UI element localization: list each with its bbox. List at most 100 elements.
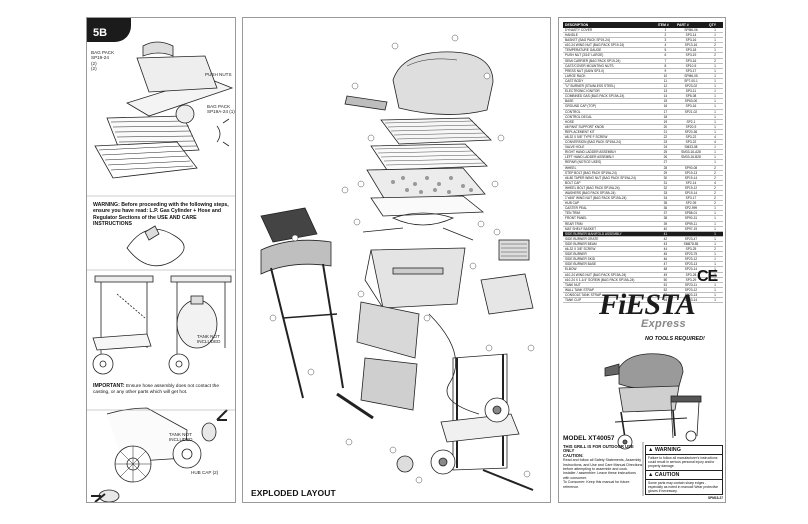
cell-description: #6-32 X 3/8" SCREW (563, 246, 656, 253)
cell-description: SEMI CARRIER (BAG PACK SP19-24) (563, 58, 656, 64)
cell-description: CAST/COVER MOUNTING NUTS (563, 63, 656, 69)
cell-part: SP23-13 (674, 292, 707, 298)
cell-item: 29 (655, 170, 675, 176)
cell-qty: 1 (706, 93, 723, 100)
warning-body: Failure to follow all manufacturer's ins… (648, 456, 718, 469)
cell-description: SIDE BURNER (563, 251, 656, 258)
cell-item: 34 (655, 195, 675, 202)
cell-item: 32 (655, 185, 675, 192)
cell-qty: 2 (706, 190, 723, 197)
cell-item: 28 (655, 165, 675, 171)
cell-part: SP3-22 (674, 139, 707, 146)
cell-part: SP23-12 (674, 256, 707, 263)
cell-qty: 1 (706, 83, 723, 90)
cell-part: SP20-9 (674, 124, 707, 130)
cell-qty: 2 (706, 200, 723, 207)
cell-item: 24 (655, 144, 675, 151)
cell-qty: 2 (706, 272, 723, 278)
table-row: #10-24 X 1-1/4" SCREW (BAG PACK SP19A-24… (563, 277, 723, 283)
cell-description: "U" BURNER (STAINLESS STEEL) (563, 83, 656, 90)
cell-part (674, 114, 707, 120)
cell-part: SP23-13 (674, 261, 707, 268)
cell-description: PRESS NUT (SAIW SP3-0) (563, 68, 656, 74)
cell-item: 41 (655, 231, 675, 237)
cell-description: WASHERS (BAG PACK SP19A-24) (563, 190, 656, 197)
cell-description: RIGHT HAND LADDER ASSEMBLY (563, 149, 656, 156)
cell-description: TANK NUT (563, 282, 656, 288)
cell-item: 51 (655, 282, 675, 288)
cell-item: 4 (655, 42, 675, 49)
cell-description: HOSE (563, 119, 656, 125)
cell-description: SIDE BURNER GRATE (563, 236, 656, 242)
cell-qty: 1 (706, 73, 723, 79)
header-item: ITEM # (655, 22, 675, 28)
cell-qty: 1 (706, 114, 723, 120)
cell-item: 45 (655, 251, 675, 258)
cell-description: #8 PANT SUPPORT KNOB (563, 124, 656, 130)
cell-part: SP2-1 (674, 119, 707, 125)
cell-part: SP19-13 (674, 170, 707, 176)
step-badge: 5B (87, 18, 131, 42)
cell-part: SP3-16 (674, 58, 707, 64)
warning-triangle-icon: ▲ (648, 447, 654, 453)
document-code: SPM15-27 (707, 496, 723, 500)
cell-description: TEN TRIM (563, 210, 656, 217)
cell-qty: 1 (706, 124, 723, 130)
cell-item: 13 (655, 88, 675, 95)
cell-qty: 1 (706, 236, 723, 242)
cell-qty: 1 (706, 256, 723, 263)
cell-qty: 1 (706, 159, 723, 166)
caution-heading: ▲ CAUTION (646, 469, 722, 480)
cell-description: BASE (563, 98, 656, 105)
cell-qty: 1 (706, 68, 723, 74)
cell-description: 1"x5/8" WING NUT (BAG PACK SP19A-24) (563, 195, 656, 202)
cell-part: SP3-22 (674, 134, 707, 141)
cell-item: 35 (655, 200, 675, 207)
cell-qty: 1 (706, 292, 723, 298)
warning-text: WARNING: Before proceeding with the foll… (93, 202, 229, 228)
cell-description: TANK CLIP (563, 297, 656, 304)
cell-part: SP23-11 (674, 282, 707, 288)
model-number: MODEL XT40057 (563, 435, 615, 442)
cell-qty: 4 (706, 139, 723, 146)
cell-description: MAT SHELF BASKET (563, 226, 656, 232)
ce-mark: CE (697, 268, 718, 285)
cell-part: SP19-12 (674, 185, 707, 192)
cell-part: SP21-02 (674, 109, 707, 115)
cell-item: 11 (655, 78, 675, 85)
cell-part: SP23-47 (674, 236, 707, 242)
cell-qty: 2 (706, 165, 723, 171)
cell-part: SM33-16-A28 (674, 149, 707, 156)
cell-qty: 2 (706, 52, 723, 59)
caution-body: Some parts may contain sharp edges - esp… (648, 480, 719, 494)
cell-part: SP3-11 (674, 88, 707, 95)
cell-part: SP3-19 (674, 52, 707, 59)
assembly-illustration (87, 41, 235, 502)
cell-item: 23 (655, 139, 675, 146)
cell-qty: 1 (706, 251, 723, 258)
cell-qty: 1 (706, 210, 723, 217)
cell-description: BASKET (BAG PACK SP19-24) (563, 37, 656, 44)
header-qty: QTY (706, 22, 723, 28)
cell-part: SP3-18 (674, 47, 707, 54)
cell-part: SP23-12 (674, 287, 707, 293)
cell-item: 52 (655, 287, 675, 293)
cell-part: SP23-14 (674, 266, 707, 273)
cell-item: 7 (655, 58, 675, 64)
